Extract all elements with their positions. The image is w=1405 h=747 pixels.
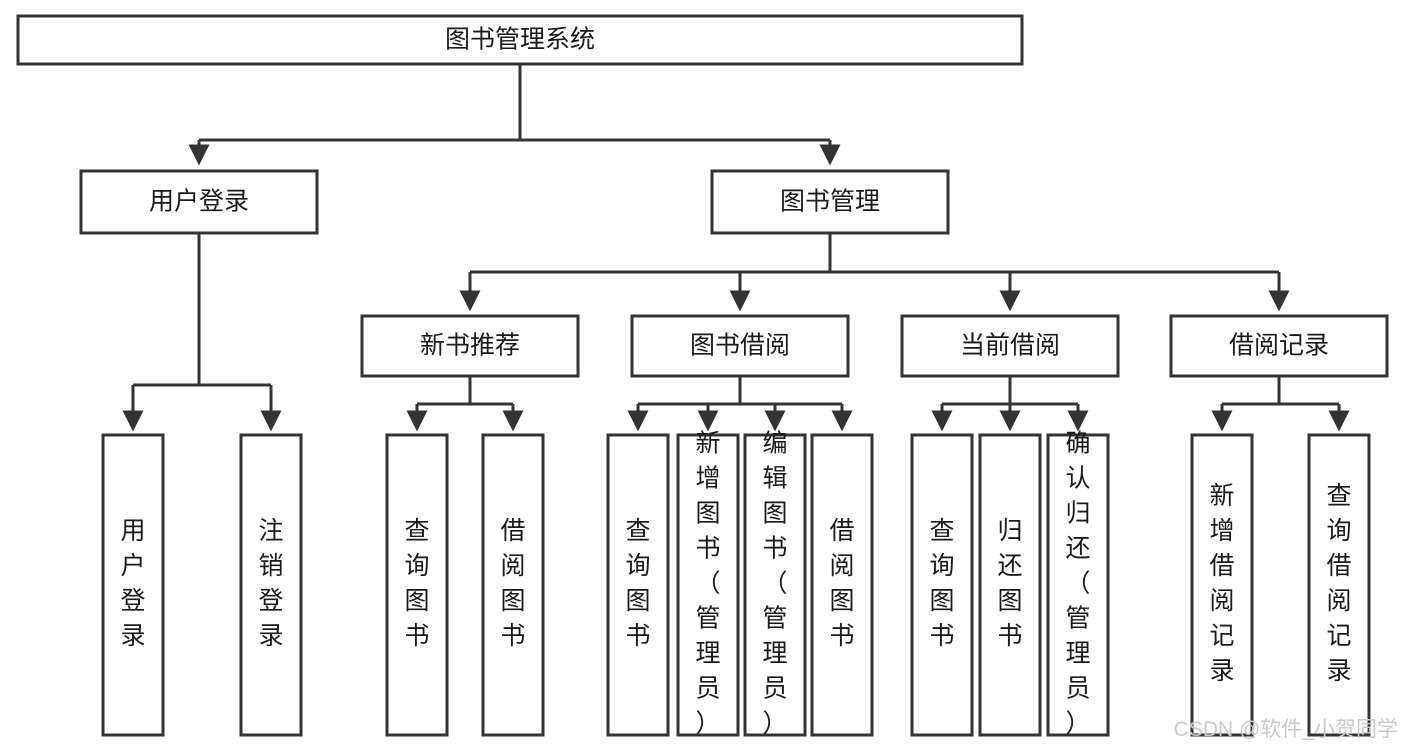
leaf-new-book-1-box[interactable] bbox=[385, 433, 449, 737]
node-book-management[interactable]: 图书管理 bbox=[710, 169, 950, 235]
node-root-box[interactable] bbox=[16, 14, 1024, 66]
node-current-borrow-box[interactable] bbox=[900, 314, 1120, 378]
leaf-user-login-1[interactable]: 用户登录 bbox=[101, 433, 165, 737]
leaf-new-book-2-box[interactable] bbox=[481, 433, 545, 737]
leaf-borrow-record-2-box[interactable] bbox=[1307, 433, 1371, 737]
node-book-borrow[interactable]: 图书借阅 bbox=[630, 314, 850, 378]
leaf-current-borrow-1-label: 查询图书 bbox=[929, 517, 954, 650]
leaf-current-borrow-3[interactable]: 确认归还（管理员） bbox=[1046, 430, 1110, 738]
leaf-current-borrow-3-label: 确认归还（管理员） bbox=[1065, 430, 1090, 738]
node-book-management-label: 图书管理 bbox=[780, 188, 880, 216]
leaf-new-book-1[interactable]: 查询图书 bbox=[385, 433, 449, 737]
node-new-book-recommend-label: 新书推荐 bbox=[420, 332, 520, 360]
leaf-book-borrow-4[interactable]: 借阅图书 bbox=[810, 433, 874, 737]
leaf-borrow-record-1-label: 新增借阅记录 bbox=[1209, 482, 1234, 685]
leaf-book-borrow-2-box[interactable] bbox=[676, 433, 740, 737]
leaf-borrow-record-2-label: 查询借阅记录 bbox=[1326, 482, 1351, 685]
leaf-current-borrow-2[interactable]: 归还图书 bbox=[978, 433, 1042, 737]
leaf-current-borrow-1-box[interactable] bbox=[910, 433, 974, 737]
node-user-login-label: 用户登录 bbox=[149, 188, 249, 216]
leaf-user-login-2-label: 注销登录 bbox=[258, 517, 283, 650]
leaf-current-borrow-2-box[interactable] bbox=[978, 433, 1042, 737]
leaf-current-borrow-2-label: 归还图书 bbox=[997, 517, 1022, 650]
watermark-label: CSDN @软件_小贺同学 bbox=[1174, 718, 1398, 741]
leaf-current-borrow-3-box[interactable] bbox=[1046, 433, 1110, 737]
node-root[interactable]: 图书管理系统 bbox=[16, 14, 1024, 66]
leaf-book-borrow-3-label: 编辑图书（管理员） bbox=[762, 430, 787, 738]
node-new-book-recommend-box[interactable] bbox=[360, 314, 580, 378]
node-book-borrow-label: 图书借阅 bbox=[690, 332, 790, 360]
leaf-book-borrow-4-label: 借阅图书 bbox=[829, 517, 854, 650]
leaf-user-login-1-label: 用户登录 bbox=[120, 517, 145, 650]
node-user-login-box[interactable] bbox=[79, 169, 319, 235]
leaf-book-borrow-1[interactable]: 查询图书 bbox=[606, 433, 670, 737]
leaf-current-borrow-1[interactable]: 查询图书 bbox=[910, 433, 974, 737]
node-current-borrow[interactable]: 当前借阅 bbox=[900, 314, 1120, 378]
node-new-book-recommend[interactable]: 新书推荐 bbox=[360, 314, 580, 378]
leaf-book-borrow-2[interactable]: 新增图书（管理员） bbox=[676, 430, 740, 738]
leaf-new-book-2[interactable]: 借阅图书 bbox=[481, 433, 545, 737]
node-user-login[interactable]: 用户登录 bbox=[79, 169, 319, 235]
leaf-borrow-record-2[interactable]: 查询借阅记录 bbox=[1307, 433, 1371, 737]
node-book-borrow-box[interactable] bbox=[630, 314, 850, 378]
leaf-borrow-record-1-box[interactable] bbox=[1190, 433, 1254, 737]
node-borrow-record-box[interactable] bbox=[1169, 314, 1389, 378]
node-current-borrow-label: 当前借阅 bbox=[960, 332, 1060, 360]
leaf-book-borrow-1-box[interactable] bbox=[606, 433, 670, 737]
leaf-user-login-1-box[interactable] bbox=[101, 433, 165, 737]
node-borrow-record[interactable]: 借阅记录 bbox=[1169, 314, 1389, 378]
leaf-book-borrow-1-label: 查询图书 bbox=[625, 517, 650, 650]
leaf-book-borrow-3-box[interactable] bbox=[743, 433, 807, 737]
leaf-book-borrow-2-label: 新增图书（管理员） bbox=[695, 430, 720, 738]
node-borrow-record-label: 借阅记录 bbox=[1229, 332, 1329, 360]
leaf-borrow-record-1[interactable]: 新增借阅记录 bbox=[1190, 433, 1254, 737]
leaf-book-borrow-4-box[interactable] bbox=[810, 433, 874, 737]
leaf-book-borrow-3[interactable]: 编辑图书（管理员） bbox=[743, 430, 807, 738]
node-book-management-box[interactable] bbox=[710, 169, 950, 235]
leaf-user-login-2[interactable]: 注销登录 bbox=[239, 433, 303, 737]
leaf-new-book-2-label: 借阅图书 bbox=[500, 517, 525, 650]
leaf-user-login-2-box[interactable] bbox=[239, 433, 303, 737]
node-root-label: 图书管理系统 bbox=[445, 26, 595, 54]
connector-layer bbox=[122, 64, 1350, 432]
leaf-new-book-1-label: 查询图书 bbox=[404, 517, 429, 650]
